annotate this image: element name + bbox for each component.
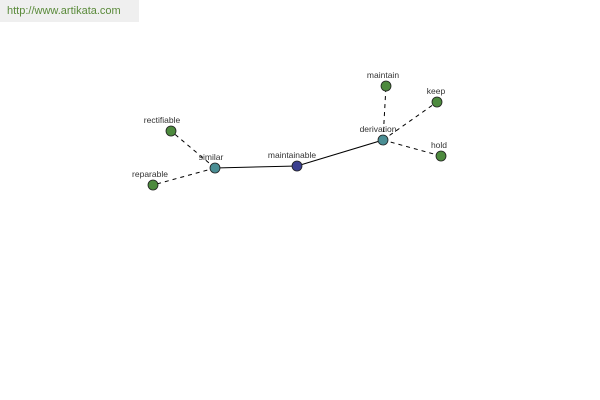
node-marker[interactable] xyxy=(147,179,159,191)
node-label[interactable]: maintainable xyxy=(268,150,316,160)
node-label[interactable]: derivation xyxy=(360,124,397,134)
node-rectifiable[interactable]: rectifiable xyxy=(144,115,181,137)
edge-similar-maintainable xyxy=(214,165,298,169)
node-derivation[interactable]: derivation xyxy=(360,124,397,146)
node-marker[interactable] xyxy=(291,160,303,172)
edge-derivation-maintain xyxy=(382,85,387,141)
node-keep[interactable]: keep xyxy=(427,86,446,108)
node-label[interactable]: hold xyxy=(431,140,447,150)
site-url-link[interactable]: http://www.artikata.com xyxy=(0,0,139,22)
node-label[interactable]: reparable xyxy=(132,169,168,179)
edge-similar-reparable xyxy=(152,167,216,186)
node-reparable[interactable]: reparable xyxy=(132,169,168,191)
edge-derivation-hold xyxy=(382,139,442,157)
node-marker[interactable] xyxy=(435,150,447,162)
node-maintain[interactable]: maintain xyxy=(367,70,399,92)
nodes-layer: maintainable similar derivation rectifiable… xyxy=(132,70,447,191)
node-label[interactable]: similar xyxy=(199,152,224,162)
node-label[interactable]: keep xyxy=(427,86,446,96)
node-hold[interactable]: hold xyxy=(431,140,447,162)
edge-derivation-keep xyxy=(382,101,438,141)
node-marker[interactable] xyxy=(209,162,221,174)
edge-similar-rectifiable xyxy=(170,130,216,169)
node-marker[interactable] xyxy=(431,96,443,108)
node-maintainable[interactable]: maintainable xyxy=(268,150,316,172)
node-marker[interactable] xyxy=(165,125,177,137)
edges-layer xyxy=(152,85,442,186)
edge-maintainable-derivation xyxy=(296,139,384,167)
node-similar[interactable]: similar xyxy=(199,152,224,174)
node-label[interactable]: rectifiable xyxy=(144,115,181,125)
node-marker[interactable] xyxy=(380,80,392,92)
node-label[interactable]: maintain xyxy=(367,70,399,80)
node-marker[interactable] xyxy=(377,134,389,146)
